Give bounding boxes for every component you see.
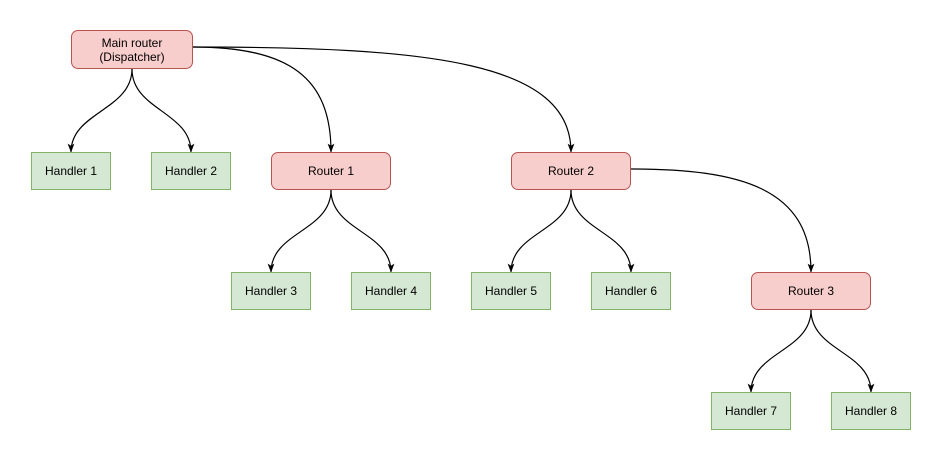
node-label-handler-7: Handler 7 — [724, 404, 778, 418]
node-handler-2[interactable]: Handler 2 — [151, 152, 231, 190]
edge-main-to-handler-1 — [67, 68, 133, 153]
edge-main-to-router-2 — [192, 46, 575, 153]
node-label-handler-8: Handler 8 — [844, 404, 898, 418]
edge-router-2-to-router-3 — [630, 168, 815, 273]
edge-router-3-to-handler-7 — [747, 309, 812, 393]
node-main-router[interactable]: Main router (Dispatcher) — [71, 30, 193, 69]
edge-main-to-handler-2 — [131, 68, 195, 153]
edge-router-1-to-handler-4 — [330, 189, 395, 273]
node-label-router-2: Router 2 — [547, 164, 595, 178]
edge-router-3-to-handler-8 — [810, 309, 875, 393]
node-handler-3[interactable]: Handler 3 — [231, 272, 311, 310]
node-label-handler-3: Handler 3 — [244, 284, 298, 298]
node-label-router-1: Router 1 — [307, 164, 355, 178]
node-label-handler-1: Handler 1 — [44, 164, 98, 178]
node-label-handler-6: Handler 6 — [604, 284, 658, 298]
node-handler-8[interactable]: Handler 8 — [831, 392, 911, 430]
edge-router-2-to-handler-6 — [570, 189, 635, 273]
edge-router-1-to-handler-3 — [267, 189, 332, 273]
node-handler-7[interactable]: Handler 7 — [711, 392, 791, 430]
node-label-router-3: Router 3 — [787, 284, 835, 298]
node-handler-6[interactable]: Handler 6 — [591, 272, 671, 310]
node-label-main-router: Main router (Dispatcher) — [99, 35, 165, 64]
edge-main-to-router-1 — [192, 46, 335, 153]
edges-group — [67, 46, 875, 393]
node-handler-5[interactable]: Handler 5 — [471, 272, 551, 310]
node-router-3[interactable]: Router 3 — [751, 272, 871, 310]
node-label-handler-4: Handler 4 — [364, 284, 418, 298]
node-router-1[interactable]: Router 1 — [271, 152, 391, 190]
node-handler-4[interactable]: Handler 4 — [351, 272, 431, 310]
node-router-2[interactable]: Router 2 — [511, 152, 631, 190]
edge-router-2-to-handler-5 — [507, 189, 572, 273]
node-label-handler-5: Handler 5 — [484, 284, 538, 298]
node-handler-1[interactable]: Handler 1 — [31, 152, 111, 190]
node-label-handler-2: Handler 2 — [164, 164, 218, 178]
